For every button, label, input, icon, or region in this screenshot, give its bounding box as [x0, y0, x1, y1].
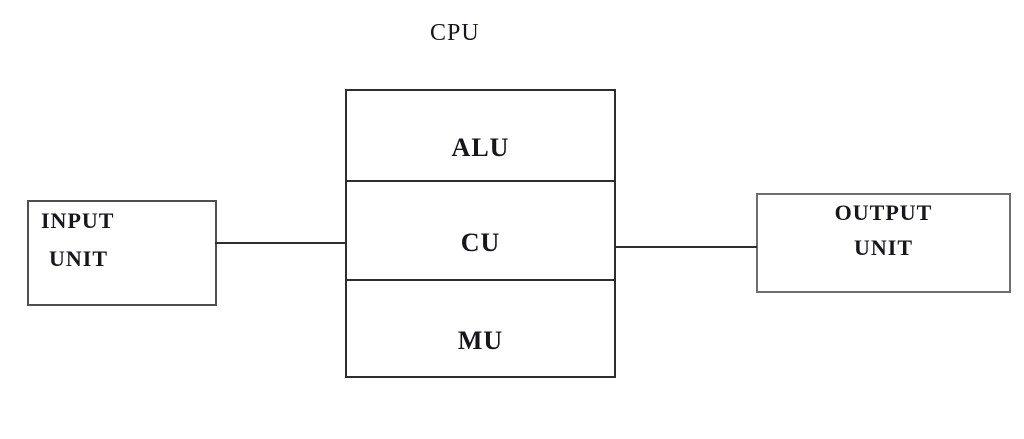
input-unit-label-line1: INPUT	[41, 208, 115, 233]
output-unit-label-line2: UNIT	[853, 235, 913, 260]
connector-input-to-cpu	[215, 242, 346, 244]
input-unit-label-line2: UNIT	[49, 246, 109, 271]
cpu-section-alu: ALU	[451, 132, 510, 162]
input-unit-box: INPUT UNIT	[27, 200, 217, 306]
cpu-section-cu: CU	[347, 180, 614, 279]
output-unit-label-line1: OUTPUT	[834, 200, 933, 225]
cpu-section-mu: MU	[347, 279, 614, 376]
cpu-caption: CPU	[430, 20, 480, 46]
output-unit-box: OUTPUT UNIT	[756, 193, 1011, 293]
connector-cpu-to-output	[615, 246, 757, 248]
cpu-box: ALU CU MU	[345, 89, 616, 378]
